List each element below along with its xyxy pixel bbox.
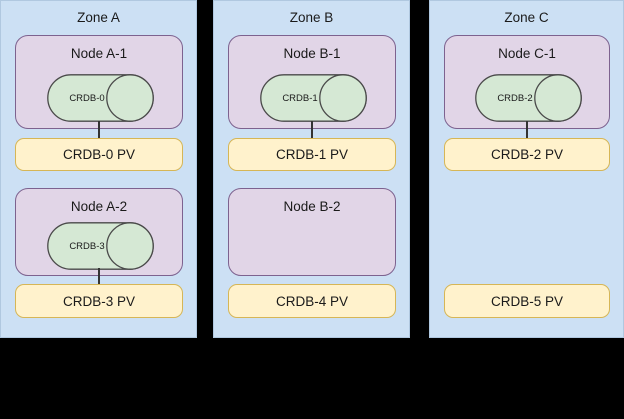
- node-c-1-title: Node C-1: [498, 46, 556, 61]
- connector-crdb-0: [98, 121, 100, 139]
- connector-crdb-2: [526, 121, 528, 139]
- pv-crdb-5[interactable]: CRDB-5 PV: [444, 284, 610, 318]
- node-b-2-title: Node B-2: [283, 199, 341, 214]
- pv-crdb-0[interactable]: CRDB-0 PV: [15, 138, 183, 171]
- cylinder-icon: [260, 74, 367, 122]
- pod-crdb-1[interactable]: CRDB-1: [260, 74, 367, 122]
- node-a-1[interactable]: Node A-1 CRDB-0: [15, 35, 183, 129]
- zone-b-title: Zone B: [289, 10, 334, 25]
- connector-crdb-1: [311, 121, 313, 139]
- node-a-2-title: Node A-2: [70, 199, 128, 214]
- cylinder-icon: [47, 222, 154, 270]
- node-b-2[interactable]: Node B-2: [228, 188, 396, 276]
- pv-crdb-4[interactable]: CRDB-4 PV: [228, 284, 396, 318]
- zone-c-title: Zone C: [504, 10, 549, 25]
- cylinder-icon: [475, 74, 582, 122]
- node-a-2[interactable]: Node A-2 CRDB-3: [15, 188, 183, 276]
- node-c-1[interactable]: Node C-1 CRDB-2: [444, 35, 610, 129]
- connector-crdb-3: [98, 268, 100, 286]
- zone-c: Zone C Node C-1 CRDB-2 CRDB-2 PV CRDB-5 …: [429, 0, 624, 338]
- node-b-1[interactable]: Node B-1 CRDB-1: [228, 35, 396, 129]
- cylinder-icon: [47, 74, 154, 122]
- pv-crdb-3[interactable]: CRDB-3 PV: [15, 284, 183, 318]
- pv-crdb-1[interactable]: CRDB-1 PV: [228, 138, 396, 171]
- zone-b: Zone B Node B-1 CRDB-1 CRDB-1 PV Node B-…: [213, 0, 410, 338]
- zone-a: Zone A Node A-1 CRDB-0 CRDB-0 PV Node A-…: [0, 0, 197, 338]
- pod-crdb-2[interactable]: CRDB-2: [475, 74, 582, 122]
- pv-crdb-2[interactable]: CRDB-2 PV: [444, 138, 610, 171]
- zone-a-title: Zone A: [77, 10, 120, 25]
- pod-crdb-0[interactable]: CRDB-0: [47, 74, 154, 122]
- node-b-1-title: Node B-1: [283, 46, 341, 61]
- pod-crdb-3[interactable]: CRDB-3: [47, 222, 154, 270]
- node-a-1-title: Node A-1: [70, 46, 128, 61]
